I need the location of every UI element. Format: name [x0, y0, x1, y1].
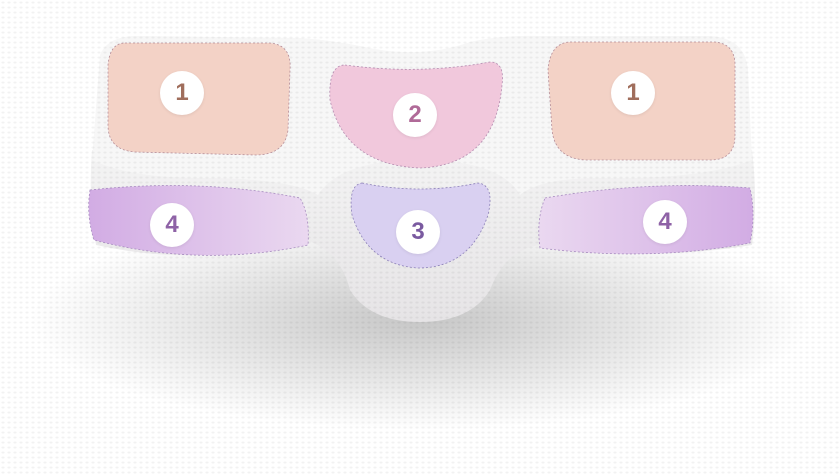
zone-number: 4 [658, 208, 672, 235]
zone-badge-1-left: 1 [160, 71, 204, 115]
zone-number: 3 [411, 218, 425, 245]
zone-badge-4-right: 4 [643, 200, 687, 244]
zone-badge-4-left: 4 [150, 203, 194, 247]
zone-number: 1 [175, 79, 189, 106]
zone-number: 4 [165, 211, 179, 238]
zone-number: 1 [626, 79, 640, 106]
zone-number: 2 [408, 101, 422, 128]
zone-4-left [88, 185, 309, 256]
zone-badge-3: 3 [396, 210, 440, 254]
zone-badge-2: 2 [393, 93, 437, 137]
zone-badge-1-right: 1 [611, 71, 655, 115]
